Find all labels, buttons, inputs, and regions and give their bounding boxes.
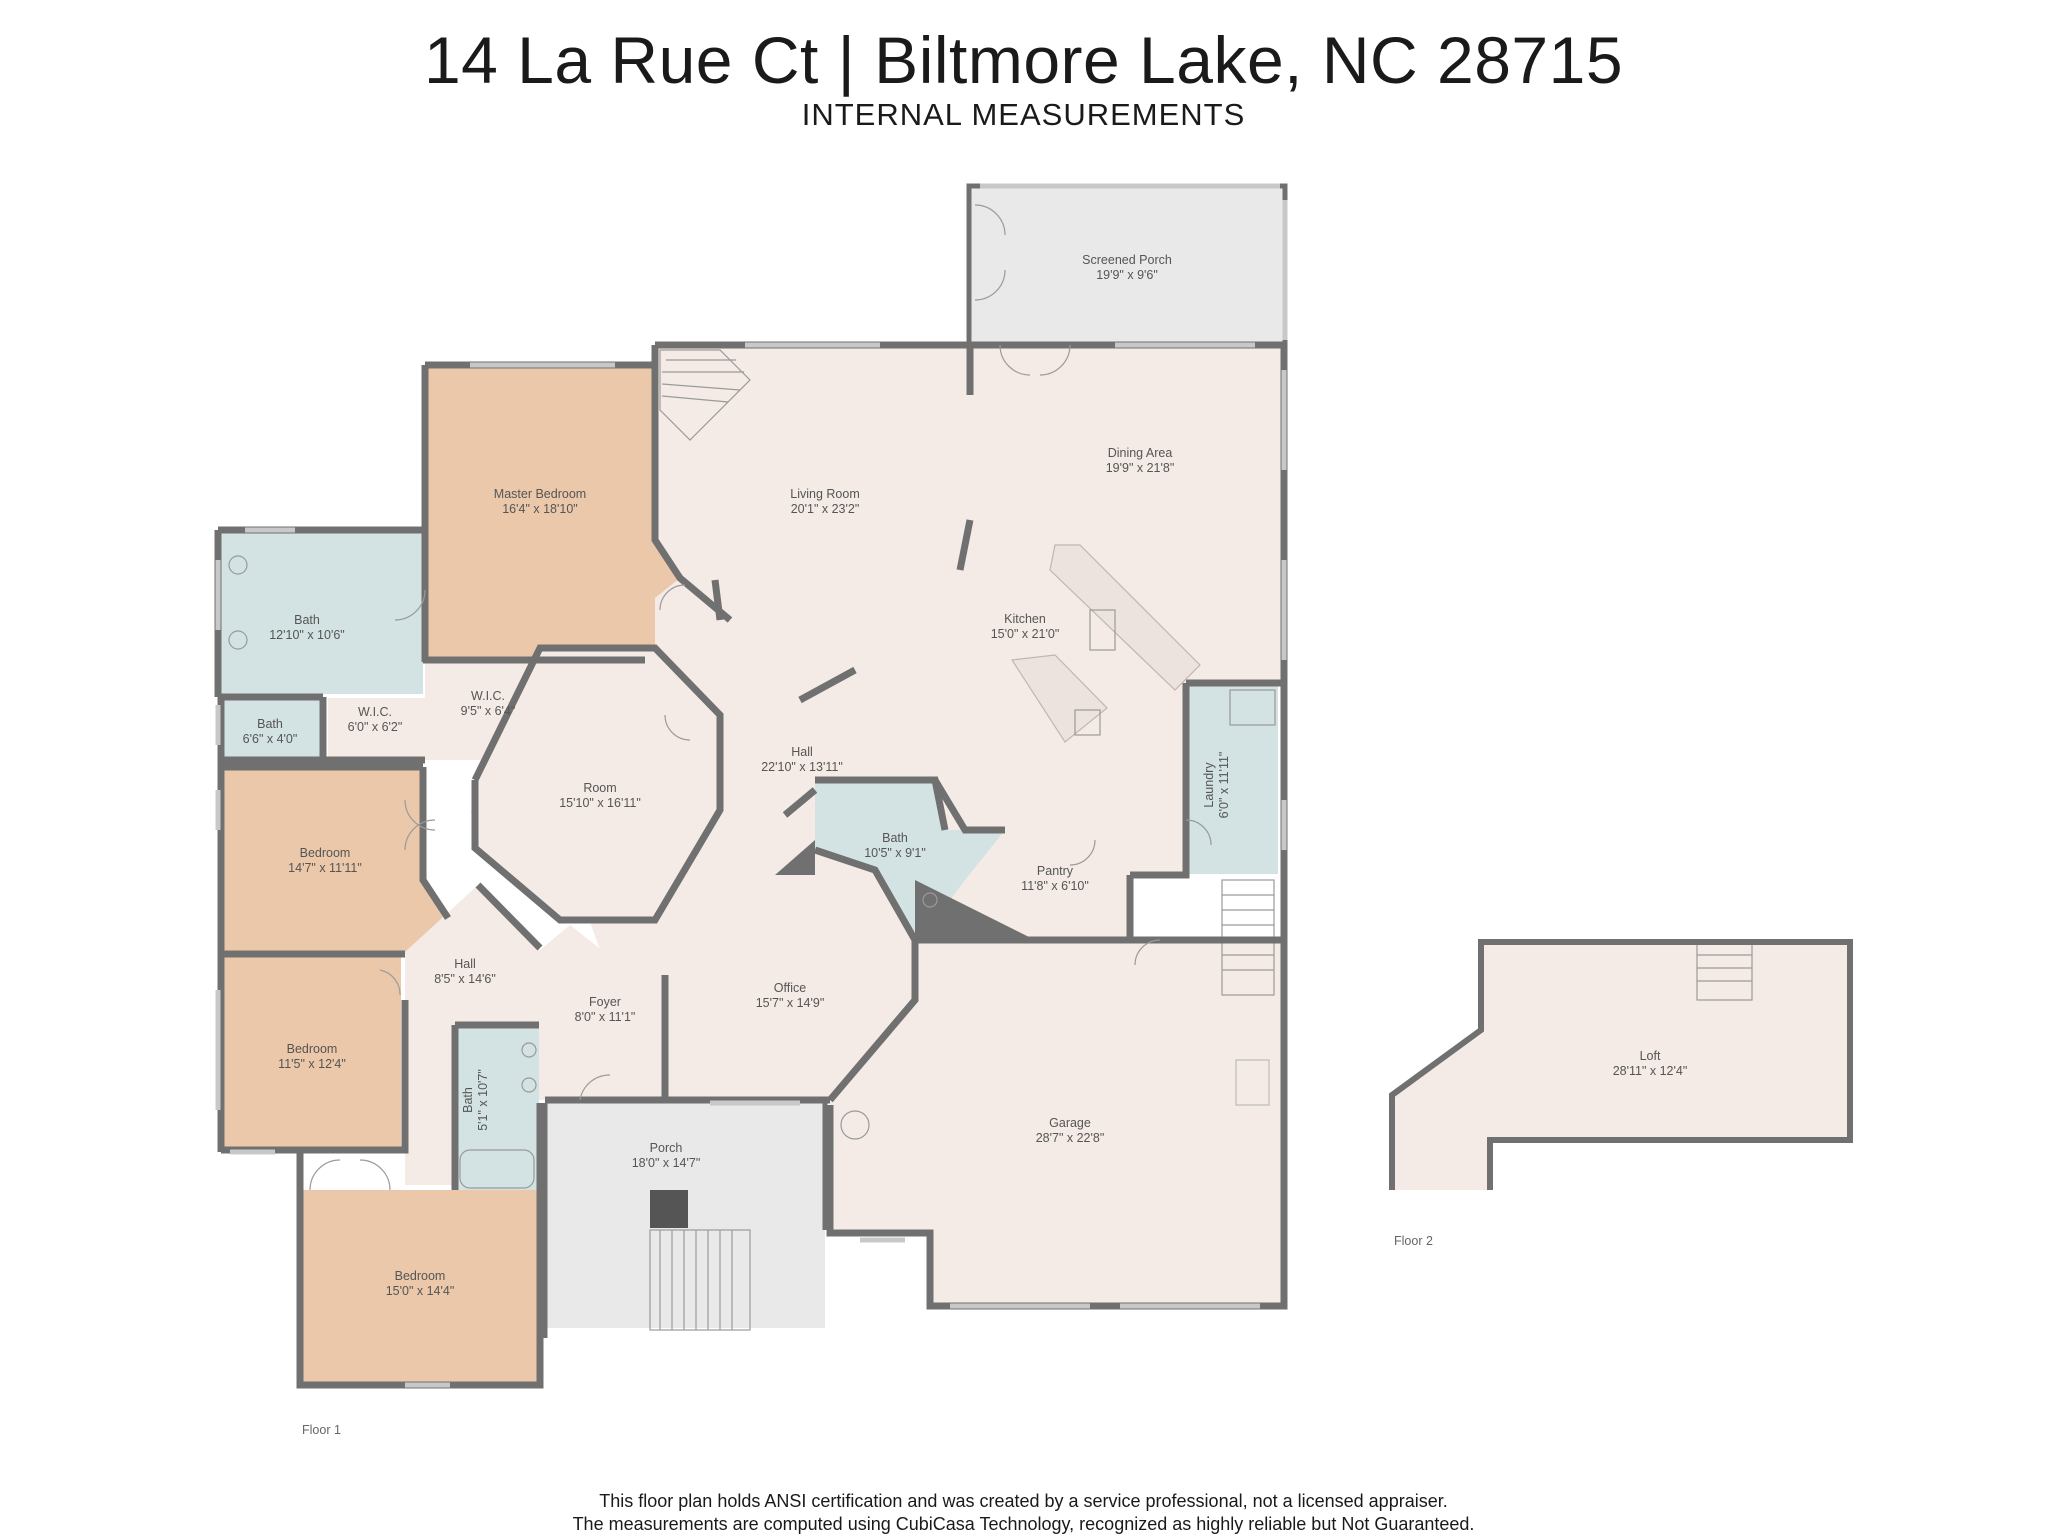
room-name-wic-1: W.I.C. (471, 689, 505, 703)
room-name-master-bath: Bath (294, 613, 320, 627)
room-size-dining-area: 19'9" x 21'8" (1106, 461, 1175, 475)
room-size-hall-bath: 5'1" x 10'7" (476, 1069, 490, 1131)
disclaimer-line-1: This floor plan holds ANSI certification… (599, 1491, 1448, 1511)
room-size-kitchen: 15'0" x 21'0" (991, 627, 1060, 641)
room-fills (218, 186, 1850, 1382)
floor-1-label: Floor 1 (302, 1423, 341, 1437)
room-size-small-bath: 6'6" x 4'0" (243, 732, 298, 746)
room-name-center-bath: Bath (882, 831, 908, 845)
room-name-bedroom-2: Bedroom (287, 1042, 338, 1056)
room-name-foyer: Foyer (589, 995, 621, 1009)
room-size-porch: 18'0" x 14'7" (632, 1156, 701, 1170)
room-size-living-room: 20'1" x 23'2" (791, 502, 860, 516)
room-name-screened-porch: Screened Porch (1082, 253, 1172, 267)
room-size-screened-porch: 19'9" x 9'6" (1096, 268, 1158, 282)
room-name-wic-2: W.I.C. (358, 705, 392, 719)
disclaimer: This floor plan holds ANSI certification… (0, 1490, 2047, 1536)
room-size-foyer: 8'0" x 11'1" (575, 1010, 636, 1024)
room-size-bedroom-3: 15'0" x 14'4" (386, 1284, 455, 1298)
room-size-hall-2: 8'5" x 14'6" (434, 972, 496, 986)
room-size-master-bath: 12'10" x 10'6" (269, 628, 345, 642)
room-size-pantry: 11'8" x 6'10" (1021, 879, 1089, 893)
room-size-wic-1: 9'5" x 6'4" (461, 704, 516, 718)
room-name-small-bath: Bath (257, 717, 283, 731)
room-name-garage: Garage (1049, 1116, 1091, 1130)
room-name-pantry: Pantry (1037, 864, 1074, 878)
room-size-loft: 28'11" x 12'4" (1613, 1064, 1688, 1078)
room-size-laundry: 6'0" x 11'11" (1217, 752, 1231, 819)
room-size-hall-main: 22'10" x 13'11" (761, 760, 843, 774)
room-labels: Screened Porch 19'9" x 9'6" Master Bedro… (243, 253, 1688, 1298)
room-name-living-room: Living Room (790, 487, 859, 501)
room-name-porch: Porch (650, 1141, 683, 1155)
room-name-dining-area: Dining Area (1108, 446, 1173, 460)
room-size-center-bath: 10'5" x 9'1" (864, 846, 926, 860)
room-name-hall-bath: Bath (461, 1087, 475, 1113)
room-name-bedroom-1: Bedroom (300, 846, 351, 860)
room-size-garage: 28'7" x 22'8" (1036, 1131, 1105, 1145)
fixtures (228, 555, 1276, 1189)
page-title: 14 La Rue Ct | Biltmore Lake, NC 28715 (423, 23, 1624, 97)
room-size-bedroom-1: 14'7" x 11'11" (288, 861, 362, 875)
room-size-bedroom-2: 11'5" x 12'4" (278, 1057, 346, 1071)
room-name-hall-2: Hall (454, 957, 476, 971)
room-name-kitchen: Kitchen (1004, 612, 1046, 626)
room-name-laundry: Laundry (1202, 762, 1216, 808)
room-size-master-bedroom: 16'4" x 18'10" (502, 502, 578, 516)
room-name-master-bedroom: Master Bedroom (494, 487, 586, 501)
stairs (649, 349, 1753, 1331)
room-name-bedroom-3: Bedroom (395, 1269, 446, 1283)
page-subtitle: INTERNAL MEASUREMENTS (801, 97, 1246, 132)
doors (309, 204, 1212, 1191)
windows (215, 183, 1288, 1388)
room-name-office: Office (774, 981, 806, 995)
disclaimer-line-2: The measurements are computed using Cubi… (572, 1514, 1475, 1534)
room-size-room: 15'10" x 16'11" (559, 796, 641, 810)
room-name-hall-main: Hall (791, 745, 813, 759)
floor-2-label: Floor 2 (1394, 1234, 1433, 1248)
room-size-office: 15'7" x 14'9" (756, 996, 825, 1010)
room-name-loft: Loft (1640, 1049, 1661, 1063)
room-name-room: Room (583, 781, 616, 795)
room-size-wic-2: 6'0" x 6'2" (348, 720, 403, 734)
